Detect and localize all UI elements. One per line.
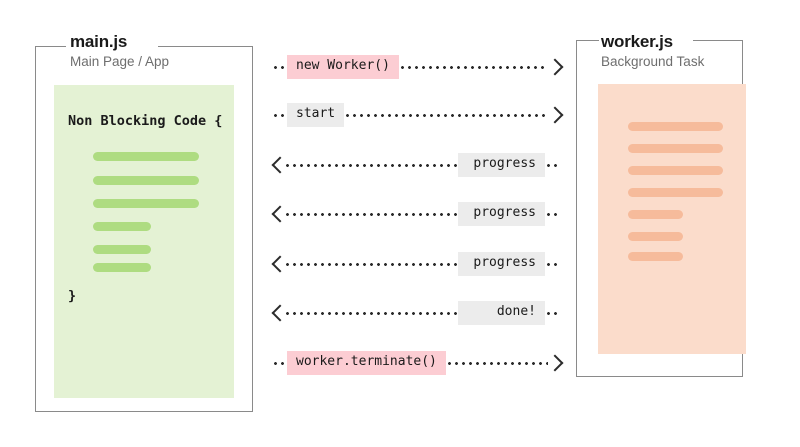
arrowhead-right-icon [548,57,560,77]
dotted-line-segment [284,262,458,266]
main-panel-subtitle: Main Page / App [70,54,170,69]
main-code-bar [93,152,199,161]
main-panel-title: main.js [70,32,128,51]
dotted-line-segment [344,113,548,117]
dotted-line-segment [545,212,560,216]
dotted-line-segment [284,311,458,315]
main-code-block [54,85,234,398]
dotted-line-segment [545,262,560,266]
message-label: start [287,103,345,127]
dotted-line-segment [398,65,548,69]
worker-code-bar [628,144,723,153]
worker-code-bar [628,166,723,175]
worker-code-bar [628,188,723,197]
worker-code-bar [628,252,683,261]
worker-code-bar [628,210,683,219]
message-row: start [272,102,560,128]
dotted-line-segment [445,361,548,365]
dotted-line-segment [272,65,287,69]
arrowhead-left-icon [272,254,284,274]
message-label: new Worker() [287,55,399,79]
message-row: progress [272,152,560,178]
worker-panel-subtitle: Background Task [601,54,705,69]
main-code-bar [93,222,151,231]
arrowhead-left-icon [272,204,284,224]
message-label: progress [458,252,545,276]
main-code-open-line: Non Blocking Code { [68,113,223,129]
message-row: done! [272,300,560,326]
main-code-close-line: } [68,288,77,304]
message-label: worker.terminate() [287,351,446,375]
arrowhead-left-icon [272,303,284,323]
arrowhead-right-icon [548,353,560,373]
worker-panel-title: worker.js [601,32,673,51]
main-code-bar [93,199,199,208]
worker-code-bar [628,122,723,131]
main-code-bar [93,245,151,254]
message-row: progress [272,251,560,277]
message-label: progress [458,202,545,226]
arrowhead-right-icon [548,105,560,125]
title-gap-worker [599,38,693,44]
main-code-bar [93,263,151,272]
message-label: progress [458,153,545,177]
message-row: worker.terminate() [272,350,560,376]
dotted-line-segment [545,163,560,167]
title-gap-main [66,44,158,50]
dotted-line-segment [545,311,560,315]
message-label: done! [458,301,545,325]
dotted-line-segment [272,361,287,365]
main-code-bar [93,176,199,185]
worker-code-bar [628,232,683,241]
message-row: new Worker() [272,54,560,80]
arrowhead-left-icon [272,155,284,175]
dotted-line-segment [284,212,458,216]
message-row: progress [272,201,560,227]
dotted-line-segment [272,113,287,117]
dotted-line-segment [284,163,458,167]
